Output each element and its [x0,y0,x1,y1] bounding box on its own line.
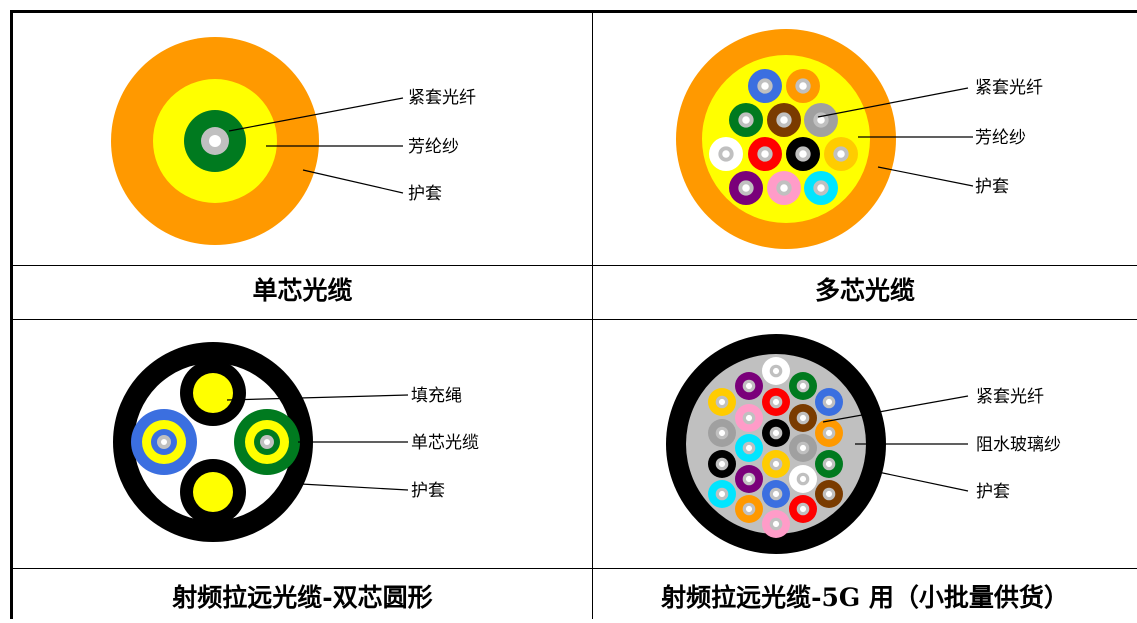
leader-line-1 [226,394,409,401]
leader-line-1 [228,97,404,132]
tight-fiber-unit [735,495,763,523]
tight-fiber-unit [789,372,817,400]
fiber-bundle [708,357,843,538]
tight-fiber-unit [762,357,790,385]
table-divider-row1 [10,265,1137,266]
tight-fiber-unit [708,388,736,416]
inner-space [134,363,292,521]
leader-line-3 [300,483,409,491]
caption-multi-core: 多芯光缆 [814,276,915,305]
label-tight-fiber: 紧套光纤 [976,387,1044,407]
tight-fiber-unit [789,495,817,523]
label-single-core-cable: 单芯光缆 [411,433,479,453]
tight-fiber-unit [729,103,763,137]
caption-single-core: 单芯光缆 [252,276,353,305]
tight-fiber-unit [767,103,801,137]
tight-fiber-unit [748,137,782,171]
panel-single-core-diagram: 紧套光纤 芳纶纱 护套 [13,13,592,265]
label-aramid: 芳纶纱 [975,128,1026,148]
label-water-blocking-yarn: 阻水玻璃纱 [976,435,1061,455]
tight-fiber-unit [815,388,843,416]
tight-fiber-unit [708,419,736,447]
tight-fiber-unit [708,450,736,478]
tight-fiber-unit [786,137,820,171]
label-tight-fiber: 紧套光纤 [408,88,476,108]
tight-fiber-unit [789,434,817,462]
fiber-core [209,135,221,147]
label-jacket: 护套 [975,177,1009,197]
tight-fiber-unit [762,450,790,478]
leader-line-3 [877,166,974,187]
tight-fiber-unit [762,388,790,416]
tight-fiber-unit [804,103,838,137]
tight-fiber-unit [735,434,763,462]
table-divider-row3 [10,568,1137,569]
tight-fiber-unit [804,171,838,205]
caption-rf-5g: 射频拉远光缆-5G 用（小批量供货） [661,583,1069,612]
tight-fiber-unit [815,450,843,478]
tight-fiber-unit [789,465,817,493]
label-tight-fiber: 紧套光纤 [975,78,1043,98]
tight-fiber-unit [762,480,790,508]
tight-fiber-unit [735,465,763,493]
label-jacket: 护套 [976,482,1010,502]
panel-multi-core-diagram: 紧套光纤 芳纶纱 护套 [593,13,1137,265]
caption-rf-double-core: 射频拉远光缆-双芯圆形 [172,583,433,612]
label-jacket: 护套 [411,481,445,501]
tight-fiber-unit [709,137,743,171]
tight-fiber-unit [735,372,763,400]
tight-fiber-unit [824,137,858,171]
tight-fiber-unit [767,171,801,205]
single-core-cable-right [234,409,300,475]
leader-line-3 [302,169,404,194]
label-jacket: 护套 [408,184,442,204]
label-aramid: 芳纶纱 [408,137,459,157]
tight-fiber-unit [815,419,843,447]
tight-fiber-unit [786,69,820,103]
tight-fiber-unit [748,69,782,103]
tight-fiber-unit [762,510,790,538]
fiber-bundle [709,69,858,205]
table-frame [10,10,1137,619]
tight-fiber-unit [729,171,763,205]
leader-line-3 [877,471,969,492]
tight-fiber-unit [735,404,763,432]
tight-fiber-unit [815,480,843,508]
panel-rf-double-core-diagram: 填充绳 单芯光缆 护套 [13,320,592,568]
tight-fiber-unit [789,404,817,432]
table-divider-row2 [10,319,1137,320]
leader-line-1 [822,395,969,423]
tight-fiber-unit [708,480,736,508]
table-divider-vertical [592,10,593,619]
single-core-cable-left [131,409,197,475]
label-filler-rope: 填充绳 [411,386,462,406]
leader-line-1 [817,87,969,118]
panel-rf-5g-diagram: 紧套光纤 阻水玻璃纱 护套 [593,320,1137,568]
tight-fiber-unit [762,419,790,447]
